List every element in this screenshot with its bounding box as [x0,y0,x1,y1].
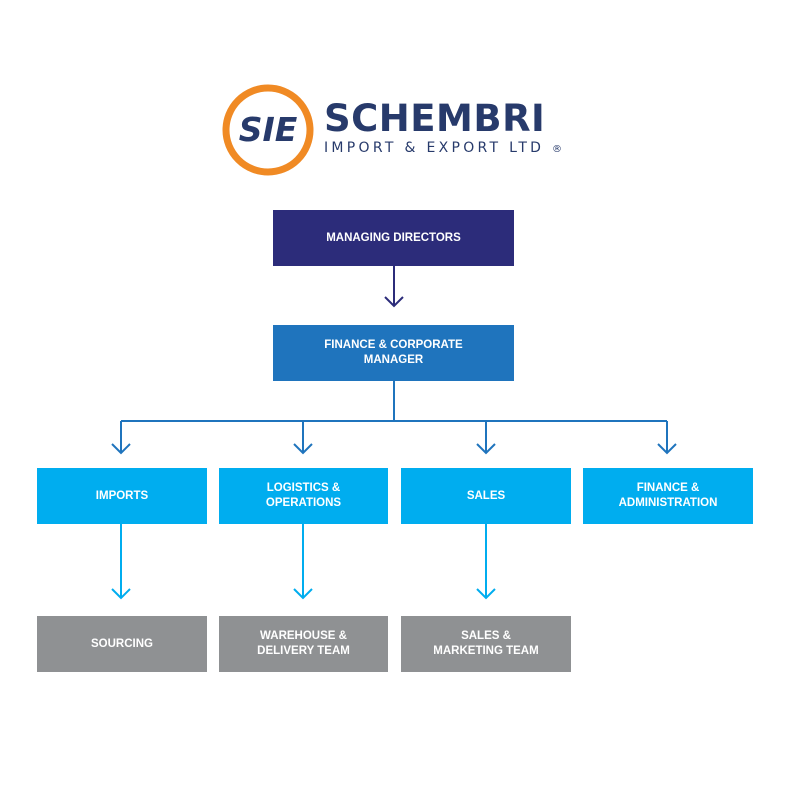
box-label: LOGISTICS & OPERATIONS [265,482,342,509]
sie-logo-icon: SIE [222,84,314,176]
box-finance-corporate-manager: FINANCE & CORPORATE MANAGER [273,325,514,381]
box-label: FINANCE & ADMINISTRATION [618,482,718,509]
box-label: SOURCING [91,637,153,650]
connector-manager-to-departments [111,381,677,455]
company-subtitle-text: IMPORT & EXPORT LTD [324,140,545,156]
box-label: SALES [466,489,506,502]
box-sourcing: SOURCING [37,616,207,672]
box-label: WAREHOUSE & DELIVERY TEAM [257,630,350,657]
connector-departments-to-teams [111,524,496,600]
company-subtitle: IMPORT & EXPORT LTD ® [324,140,562,156]
box-label: MANAGING DIRECTORS [326,231,461,244]
box-label: IMPORTS [95,489,149,502]
connector-top-to-manager [384,266,404,308]
box-imports: IMPORTS [37,468,207,524]
box-warehouse-delivery-team: WAREHOUSE & DELIVERY TEAM [219,616,388,672]
box-label: FINANCE & CORPORATE MANAGER [324,339,463,366]
company-logo: SCHEMBRI IMPORT & EXPORT LTD ® [324,100,562,156]
box-finance-administration: FINANCE & ADMINISTRATION [583,468,753,524]
registered-mark: ® [552,144,563,155]
box-sales-marketing-team: SALES & MARKETING TEAM [401,616,571,672]
company-name: SCHEMBRI [324,97,546,140]
box-logistics-operations: LOGISTICS & OPERATIONS [219,468,388,524]
box-sales: SALES [401,468,571,524]
box-label: SALES & MARKETING TEAM [433,630,539,657]
box-managing-directors: MANAGING DIRECTORS [273,210,514,266]
logo-mark-text: SIE [239,110,298,149]
